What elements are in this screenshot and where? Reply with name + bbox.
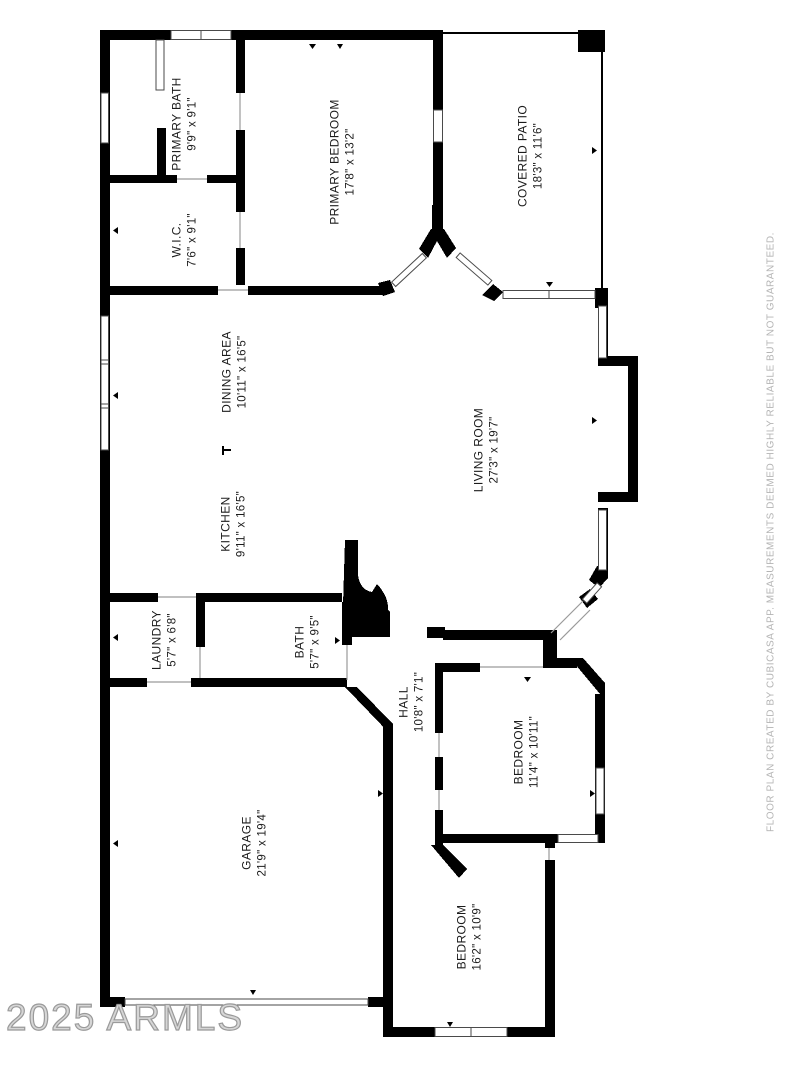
room-dimensions: 7'6" x 9'1" bbox=[186, 213, 199, 267]
entry-wall-angle bbox=[589, 566, 608, 588]
room-label-dining-area: DINING AREA 10'11" x 16'5" bbox=[220, 331, 251, 413]
room-name: KITCHEN bbox=[218, 496, 233, 552]
entry-pillar bbox=[427, 627, 445, 638]
room-label-primary-bath: PRIMARY BATH 9'9" x 9'1" bbox=[170, 77, 201, 171]
room-name: DINING AREA bbox=[219, 331, 234, 413]
patio-pillar-se bbox=[595, 288, 608, 308]
room-dimensions: 21'9" x 19'4" bbox=[256, 809, 269, 877]
garage-diagonal bbox=[345, 687, 393, 737]
garage-right-wall bbox=[383, 726, 393, 1037]
patio-slider bbox=[433, 109, 443, 143]
room-label-bath: BATH 5'7" x 9'5" bbox=[293, 615, 324, 669]
window-mullions bbox=[101, 30, 550, 1037]
room-name: PRIMARY BEDROOM bbox=[327, 99, 342, 225]
room-name: COVERED PATIO bbox=[515, 104, 530, 208]
room-dimensions: 11'4" x 10'11" bbox=[528, 716, 541, 788]
garage-door bbox=[124, 998, 369, 1006]
room-dimensions: 10'8" x 7'1" bbox=[413, 671, 426, 733]
room-dimensions: 10'11" x 16'5" bbox=[236, 335, 249, 409]
bath-door-leaf bbox=[155, 39, 165, 91]
armls-watermark: 2025 ARMLS bbox=[5, 996, 245, 1038]
room-name: BEDROOM bbox=[511, 719, 526, 785]
room-dimensions: 27'3" x 19'7" bbox=[488, 416, 501, 484]
room-label-primary-bedroom: PRIMARY BEDROOM 17'8" x 13'2" bbox=[328, 99, 359, 225]
door-thresholds bbox=[147, 93, 591, 860]
room-label-covered-patio: COVERED PATIO 18'3" x 11'6" bbox=[516, 105, 547, 207]
window-living-1 bbox=[598, 305, 607, 359]
room-name: GARAGE bbox=[239, 816, 254, 870]
room-name: W.I.C. bbox=[169, 222, 184, 258]
room-label-bedroom-1: BEDROOM 11'4" x 10'11" bbox=[512, 716, 543, 788]
room-name: LAUNDRY bbox=[149, 610, 164, 670]
wall-top bbox=[100, 30, 443, 40]
measure-arrows bbox=[113, 44, 597, 1027]
room-dimensions: 9'11" x 16'5" bbox=[235, 490, 248, 558]
wall-left bbox=[100, 30, 110, 1007]
window-living-2 bbox=[598, 509, 607, 571]
room-name: HALL bbox=[396, 686, 411, 718]
french-door-post bbox=[419, 229, 456, 258]
patio-pillar-ne bbox=[578, 30, 605, 52]
pantry-corner bbox=[342, 540, 390, 637]
bedroom2-diagonal bbox=[431, 845, 467, 878]
room-dimensions: 9'9" x 9'1" bbox=[186, 97, 199, 151]
window-bedroom1-south bbox=[557, 834, 599, 843]
windows bbox=[100, 30, 607, 1037]
patio-boundary bbox=[443, 32, 605, 290]
bedroom1-corner bbox=[570, 658, 605, 700]
room-name: PRIMARY BATH bbox=[169, 77, 184, 171]
window-bedroom1-right bbox=[595, 767, 605, 815]
garage-top-wall bbox=[100, 678, 347, 687]
room-label-bedroom-2: BEDROOM 16'2" x 10'9" bbox=[455, 904, 486, 971]
room-dimensions: 5'7" x 9'5" bbox=[309, 615, 322, 669]
room-name: BEDROOM bbox=[454, 904, 469, 970]
laundry-bath-divider bbox=[196, 602, 205, 647]
room-name: BATH bbox=[292, 625, 307, 659]
room-dimensions: 18'3" x 11'6" bbox=[532, 122, 545, 190]
door-panels bbox=[390, 252, 603, 604]
window-bath-left bbox=[100, 92, 109, 144]
room-label-kitchen: KITCHEN 9'11" x 16'5" bbox=[219, 491, 250, 557]
room-dimensions: 17'8" x 13'2" bbox=[344, 128, 357, 196]
room-label-living-room: LIVING ROOM 27'3" x 19'7" bbox=[472, 408, 503, 492]
bath-stub-wall bbox=[157, 128, 166, 180]
french-door-nub-right bbox=[482, 284, 503, 301]
room-name: LIVING ROOM bbox=[471, 407, 486, 493]
room-label-wic: W.I.C. 7'6" x 9'1" bbox=[170, 213, 201, 267]
cubicasa-disclaimer: FLOOR PLAN CREATED BY CUBICASA APP. MEAS… bbox=[765, 231, 777, 833]
room-label-hall: HALL 10'8" x 7'1" bbox=[397, 672, 428, 732]
room-dimensions: 5'7" x 6'8" bbox=[166, 613, 179, 667]
room-label-laundry: LAUNDRY 5'7" x 6'8" bbox=[150, 610, 181, 670]
room-label-garage: GARAGE 21'9" x 19'4" bbox=[240, 810, 271, 877]
room-dimensions: 16'2" x 10'9" bbox=[471, 903, 484, 971]
window-dining-left bbox=[100, 315, 109, 451]
front-door-leaf bbox=[581, 582, 603, 604]
